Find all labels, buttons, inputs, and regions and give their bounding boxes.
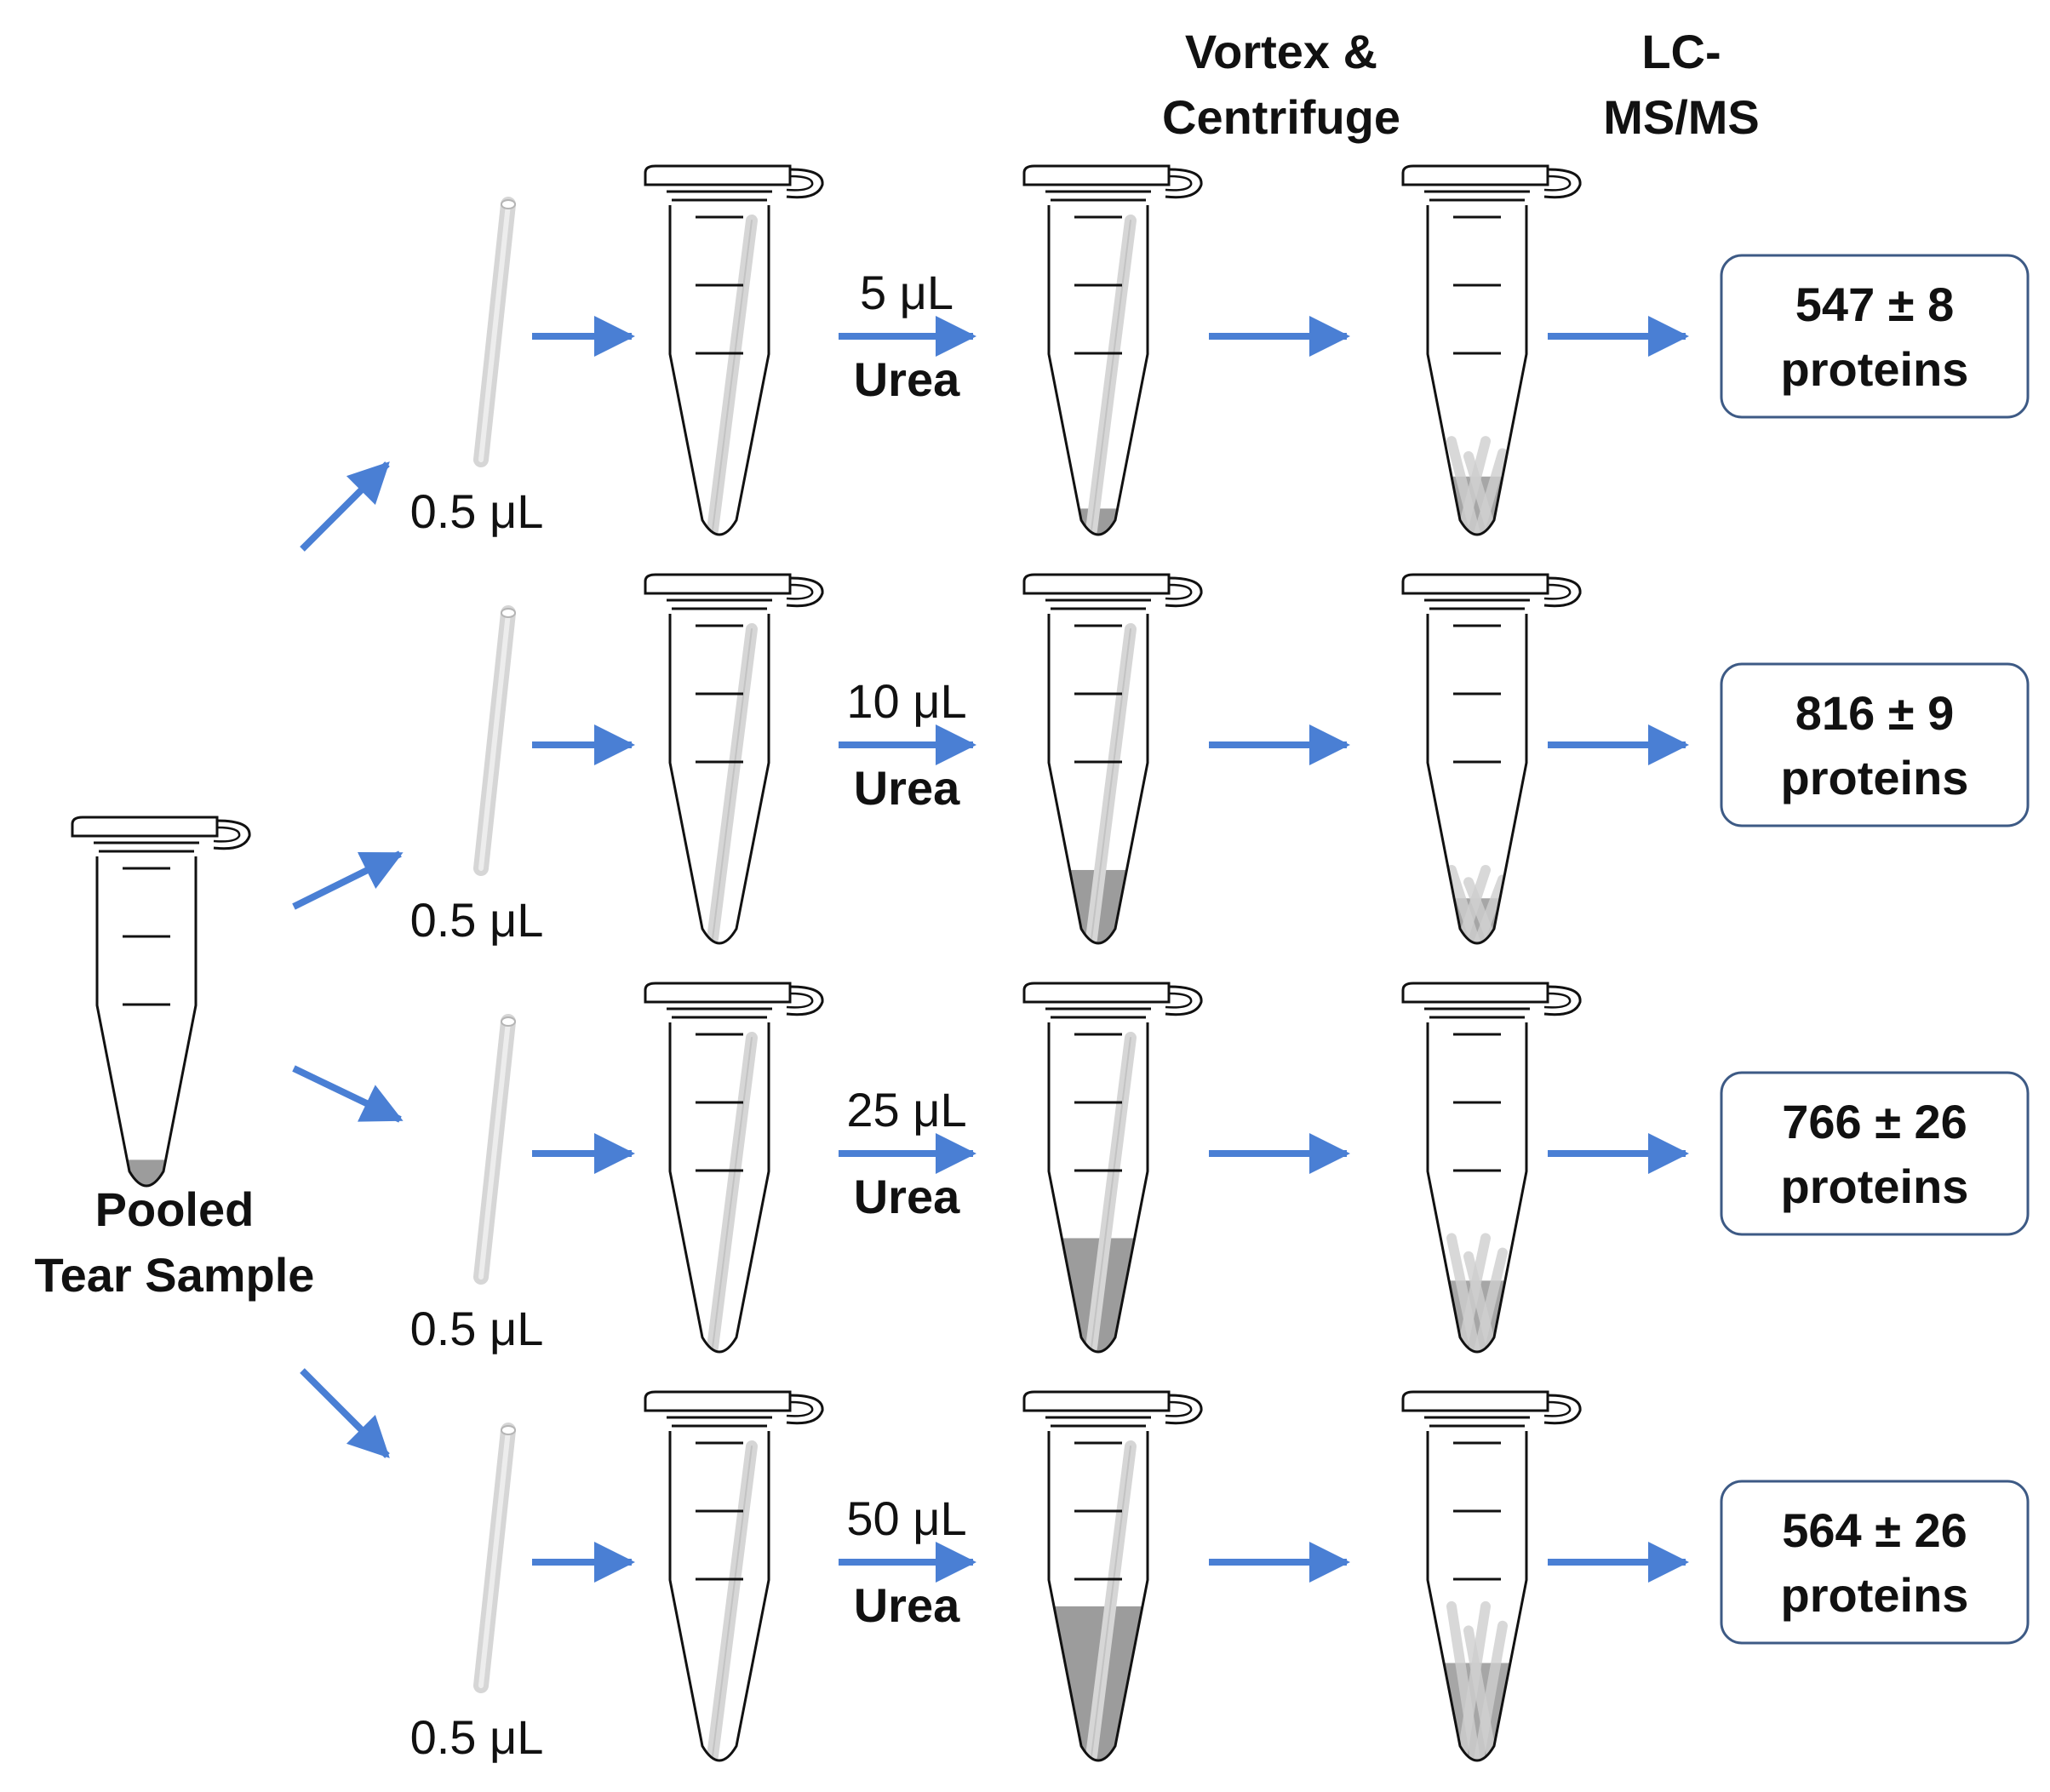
tube-hinge: [1165, 1394, 1203, 1425]
workflow-row: 0.5 μL 25 μL Urea 766 ± 26 proteins: [410, 982, 2030, 1355]
tube-cap: [1401, 1390, 1549, 1412]
tube-body: [1047, 614, 1149, 945]
tube-hinge: [786, 168, 824, 199]
crumpled-strip-icon: [1428, 1233, 1526, 1352]
tube-cap: [1022, 164, 1171, 186]
urea-volume-label: 10 μL: [846, 674, 966, 728]
result-unit: proteins: [1781, 342, 1969, 396]
tube-body: [668, 1431, 770, 1762]
result-box: 766 ± 26 proteins: [1720, 1071, 2030, 1236]
tube-cap: [71, 816, 219, 838]
tube-hinge: [786, 1394, 824, 1425]
tube-cap: [1401, 982, 1549, 1004]
header-vortex-line2: Centrifuge: [1162, 90, 1400, 144]
tube-body: [1426, 205, 1528, 536]
tube-cap: [644, 982, 792, 1004]
source-label-line1: Pooled: [95, 1182, 255, 1236]
urea-volume-label: 5 μL: [860, 266, 953, 319]
branch-arrows: [292, 461, 404, 1458]
tube-hinge: [1165, 168, 1203, 199]
schirmer-strip-icon: [473, 605, 516, 876]
header-lcms-line2: MS/MS: [1603, 90, 1760, 144]
header-lcms: LC- MS/MS: [1603, 25, 1760, 144]
tube-body: [668, 614, 770, 945]
crumpled-strip-icon: [1428, 864, 1526, 943]
workflow-row: 0.5 μL 5 μL Urea 547 ± 8 proteins: [410, 164, 2030, 538]
strip-volume-label: 0.5 μL: [410, 484, 544, 538]
branch-arrow-3: [292, 1065, 404, 1123]
result-count: 547 ± 8: [1795, 278, 1954, 331]
tube-hinge: [786, 576, 824, 608]
result-count: 564 ± 26: [1782, 1503, 1967, 1557]
tube-cap: [1022, 1390, 1171, 1412]
result-unit: proteins: [1781, 1568, 1969, 1622]
source-label-line2: Tear Sample: [35, 1248, 315, 1302]
pooled-sample-tube-icon: [71, 816, 251, 1188]
urea-label: Urea: [854, 1578, 960, 1632]
tube-body: [1426, 614, 1528, 945]
tube-cap: [1022, 573, 1171, 595]
tube-body: [95, 856, 198, 1188]
schirmer-strip-icon: [473, 1014, 516, 1285]
urea-volume-label: 50 μL: [846, 1491, 966, 1545]
tube-hinge: [1543, 168, 1582, 199]
tube-hinge: [1165, 985, 1203, 1016]
workflow-row: 0.5 μL 10 μL Urea 816 ± 9 proteins: [410, 573, 2030, 947]
header-vortex-line1: Vortex &: [1185, 25, 1377, 78]
tube-cap: [1401, 164, 1549, 186]
tube-hinge: [786, 985, 824, 1016]
workflow-row: 0.5 μL 50 μL Urea 564 ± 26 proteins: [410, 1390, 2030, 1764]
tube-body: [1426, 1431, 1528, 1762]
source-label: Pooled Tear Sample: [35, 1182, 315, 1302]
result-count: 816 ± 9: [1795, 686, 1954, 740]
tube-body: [668, 1022, 770, 1354]
schirmer-strip-icon: [473, 197, 516, 467]
tube-body: [1047, 1022, 1149, 1354]
tube-hinge: [1543, 985, 1582, 1016]
result-box: 564 ± 26 proteins: [1720, 1480, 2030, 1645]
urea-label: Urea: [854, 352, 960, 406]
tube-body: [1047, 1431, 1149, 1762]
workflow-rows: 0.5 μL 5 μL Urea 547 ± 8 proteins 0.5 μL 10 μL…: [410, 164, 2030, 1764]
header-vortex: Vortex & Centrifuge: [1162, 25, 1400, 144]
urea-label: Urea: [854, 1170, 960, 1223]
result-box: 547 ± 8 proteins: [1720, 254, 2030, 419]
result-unit: proteins: [1781, 1159, 1969, 1213]
urea-volume-label: 25 μL: [846, 1083, 966, 1136]
result-count: 766 ± 26: [1782, 1095, 1967, 1148]
schirmer-strip-icon: [473, 1423, 516, 1693]
strip-volume-label: 0.5 μL: [410, 1710, 544, 1764]
tube-cap: [1401, 573, 1549, 595]
tube-cap: [644, 1390, 792, 1412]
urea-label: Urea: [854, 761, 960, 815]
header-lcms-line1: LC-: [1641, 25, 1721, 78]
tube-hinge: [1543, 1394, 1582, 1425]
tube-body: [1426, 1022, 1528, 1354]
tube-body: [1047, 205, 1149, 536]
tube-cap: [644, 573, 792, 595]
result-unit: proteins: [1781, 751, 1969, 804]
strip-volume-label: 0.5 μL: [410, 1302, 544, 1355]
tube-cap: [644, 164, 792, 186]
result-box: 816 ± 9 proteins: [1720, 662, 2030, 827]
tube-cap: [1022, 982, 1171, 1004]
branch-arrow-2: [292, 850, 404, 910]
tube-hinge: [213, 819, 251, 850]
crumpled-strip-icon: [1428, 436, 1526, 535]
strip-volume-label: 0.5 μL: [410, 893, 544, 947]
tube-hinge: [1165, 576, 1203, 608]
tube-body: [668, 205, 770, 536]
tube-hinge: [1543, 576, 1582, 608]
branch-arrow-4: [300, 1368, 390, 1458]
branch-arrow-1: [300, 461, 390, 552]
